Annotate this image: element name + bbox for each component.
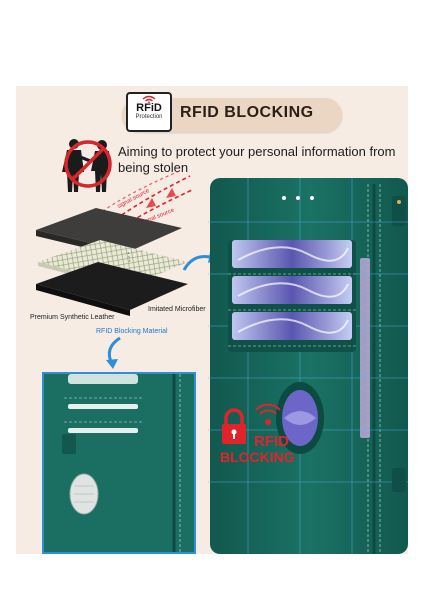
badge-title: RFiD <box>136 102 162 114</box>
card-slot <box>64 374 144 433</box>
wifi-icon <box>255 403 281 425</box>
thief-illustration <box>62 139 112 192</box>
closeup-inset <box>42 372 196 554</box>
badge-subtitle: Protection <box>135 114 163 120</box>
material-layers <box>36 208 188 316</box>
thief-icon <box>62 139 111 192</box>
lock-icon <box>222 408 246 444</box>
stamp-line-2: BLOCKING <box>220 449 295 465</box>
phone-case-illustration: RFID BLOCKING <box>208 178 408 554</box>
banner-title: RFID BLOCKING <box>180 104 314 121</box>
inner-layer <box>36 262 188 316</box>
rfid-badge: RFiD Protection <box>126 92 172 132</box>
prohibited-icon <box>64 140 112 188</box>
stamp-line-1: RFID <box>254 433 289 450</box>
tagline: Aiming to protect your personal informat… <box>118 144 396 175</box>
middle-layer-label: RFID Blocking Material <box>96 328 168 335</box>
card-slot <box>228 276 356 316</box>
outer-layer-label: Premium Synthetic Leather <box>30 314 115 321</box>
closeup-illustration <box>44 374 194 552</box>
card-slot <box>228 240 356 280</box>
arrow-icon <box>106 336 121 369</box>
wifi-icon <box>142 95 156 103</box>
card-slot <box>228 312 356 352</box>
inner-layer-label: Imitated Microfiber <box>148 306 206 313</box>
